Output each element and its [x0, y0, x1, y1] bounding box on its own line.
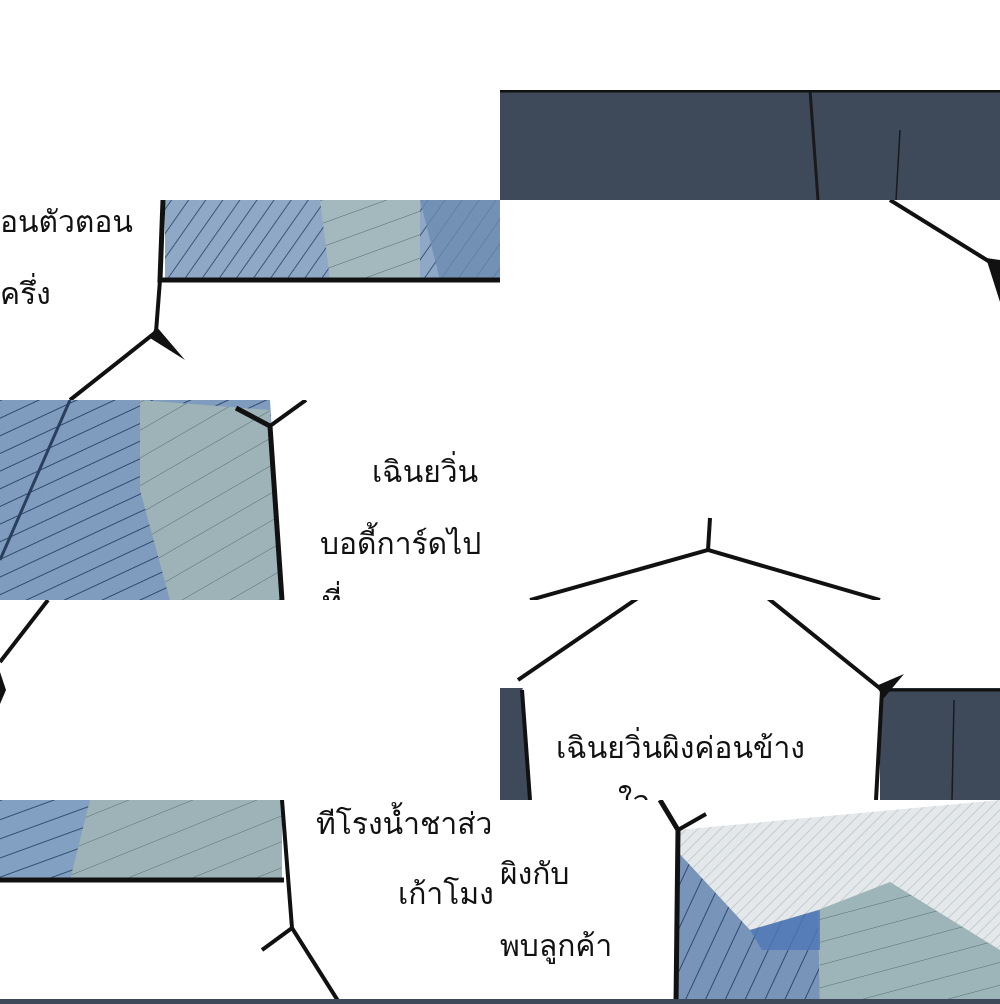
panel-top-right [500, 200, 1000, 400]
panel-bottom-right: ผิงกับ พบลูกค้า [500, 800, 1000, 1004]
panel-lower-right: เฉินยวิ่นผิงค่อนข้าง ใจ [500, 600, 1000, 800]
panel-mid-left-art [0, 400, 308, 600]
panel-top-left-art [68, 200, 500, 400]
panel-mid-right-top [500, 400, 1000, 600]
mid-right-text-line-2: ใจ [618, 788, 650, 801]
bottom-left-text-line-1: ทีโรงน้ำชาส่ว [316, 807, 493, 842]
bottom-left-text-line-2: เก้าโมง [398, 877, 494, 912]
bottom-mid-text-line-1: ผิงกับ [500, 857, 570, 892]
mid-left-text-line-2: บอดี้การ์ดไป [320, 527, 482, 562]
panel-lower-right-art [500, 600, 1000, 800]
dark-panel-top-lines [500, 90, 1000, 200]
panel-mid-left: เฉินยวิ่น บอดี้การ์ดไป ที่ [0, 400, 500, 600]
panel-top-left: อนตัวตอน ครึ่ง [0, 200, 500, 400]
mid-left-text-line-1: เฉินยวิ่น [372, 455, 479, 490]
mid-left-text-line-3: ที่ [322, 588, 342, 601]
panel-lower-left [0, 600, 500, 800]
bottom-mid-text-line-2: พบลูกค้า [500, 929, 613, 964]
panel-bottom-left: ทีโรงน้ำชาส่ว เก้าโมง [0, 800, 500, 1004]
panel-bottom-right-art [500, 800, 1000, 1004]
speech-bubble-top [529, 517, 881, 600]
top-left-text-line-2: ครึ่ง [0, 277, 51, 312]
panel-bottom-left-art [0, 800, 500, 1004]
mid-right-text-line-1: เฉินยวิ่นผิงค่อนข้าง [556, 731, 805, 766]
panel-lower-left-art [0, 600, 50, 704]
dark-panel-top [500, 90, 1000, 200]
panel-top-right-art [888, 200, 1000, 302]
top-left-text-line-1: อนตัวตอน [0, 205, 133, 240]
